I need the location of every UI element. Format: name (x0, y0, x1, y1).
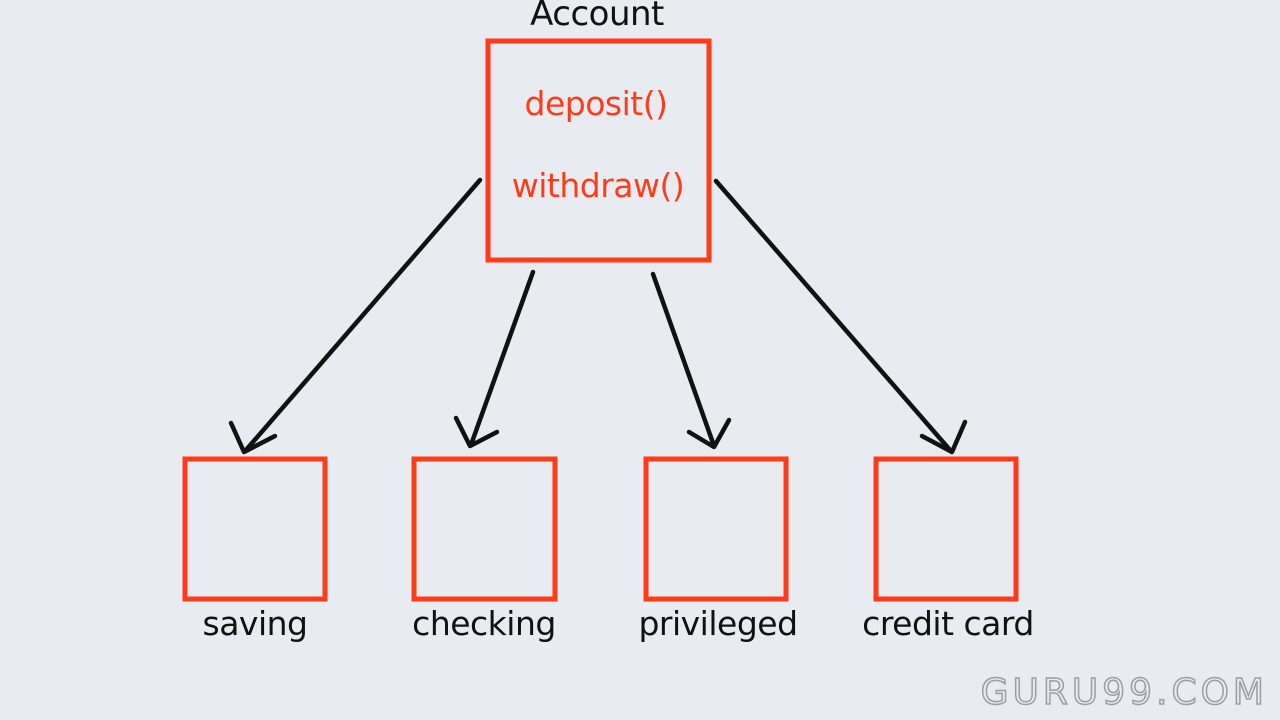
subclass-label-checking: checking (412, 604, 556, 643)
watermark: GURU99.COM (980, 671, 1268, 714)
method-withdraw: withdraw() (511, 166, 685, 205)
subclass-box-privileged (643, 456, 789, 602)
subclass-label-saving: saving (202, 604, 308, 643)
account-class-title: Account (530, 0, 664, 34)
inheritance-arrow-privileged (650, 271, 732, 450)
subclass-label-credit-card: credit card (862, 604, 1034, 643)
account-class-box (485, 38, 712, 263)
method-deposit: deposit() (524, 84, 668, 123)
inheritance-arrow-checking (453, 269, 536, 449)
subclass-box-saving (182, 456, 328, 602)
subclass-box-checking (411, 456, 558, 602)
subclass-label-privileged: privileged (638, 604, 798, 643)
inheritance-arrow-saving (228, 177, 483, 455)
inheritance-arrow-credit-card (713, 178, 968, 455)
subclass-box-credit-card (873, 456, 1019, 602)
